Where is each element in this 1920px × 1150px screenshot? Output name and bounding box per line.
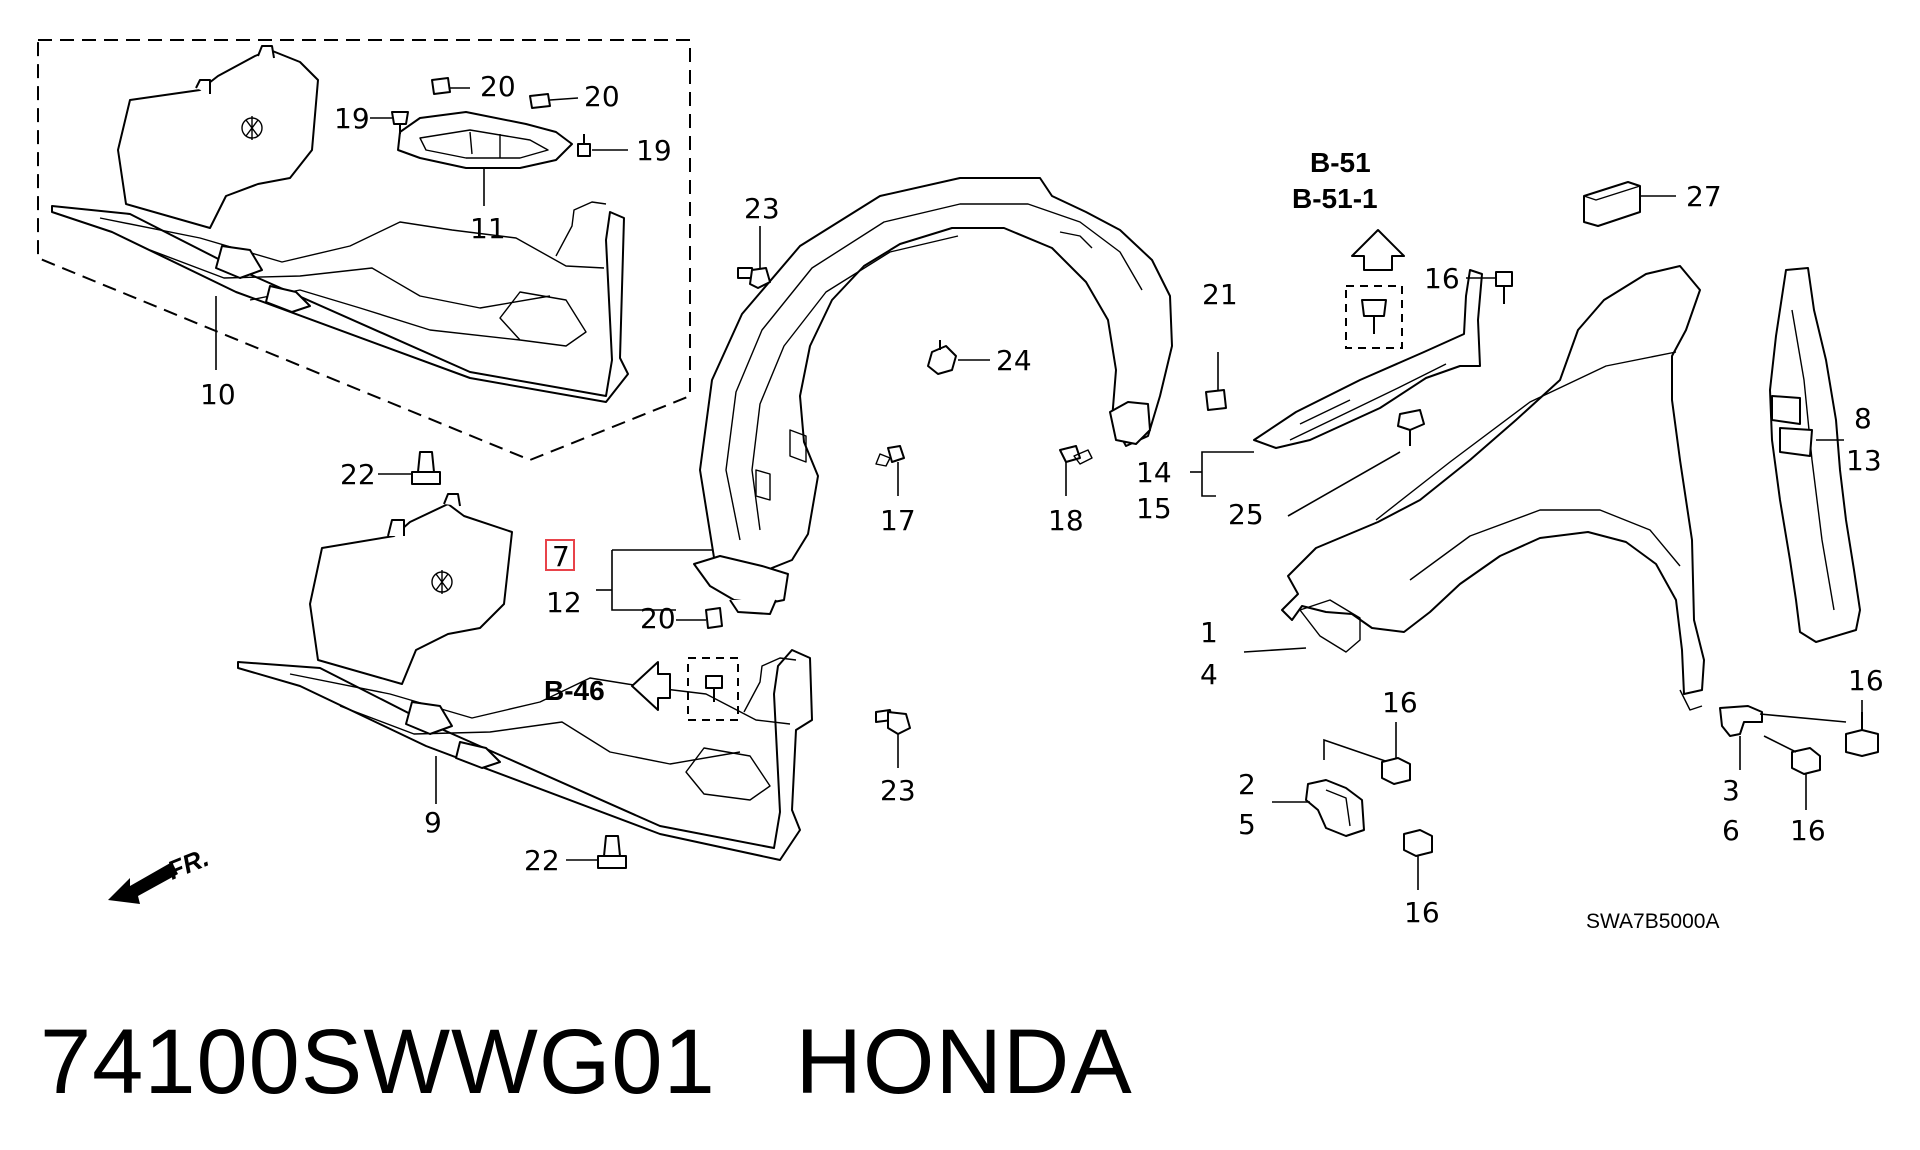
callout-24: 24: [996, 344, 1032, 377]
callout-8: 8: [1854, 402, 1872, 435]
part-3-6-bracket[interactable]: [1719, 705, 1847, 770]
part-2-5-bracket[interactable]: [1272, 738, 1395, 837]
callout-20-lower: 20: [640, 602, 676, 635]
callout-22-upper: 22: [340, 458, 376, 491]
part-9-splash-shield[interactable]: [237, 493, 813, 861]
callout-22-lower: 22: [524, 844, 560, 877]
callout-15: 15: [1136, 492, 1172, 525]
bolt-16-bottom[interactable]: [1403, 829, 1433, 890]
ref-arrow-b51[interactable]: [1345, 229, 1405, 349]
part-number: 74100SWWG01: [40, 1011, 716, 1113]
callout-16-mid: 16: [1382, 686, 1418, 719]
bolt-19-left[interactable]: [370, 111, 409, 134]
ref-label-b51-1: B-51-1: [1292, 183, 1378, 214]
callout-27: 27: [1686, 180, 1722, 213]
clip-20-upper-left[interactable]: [431, 77, 470, 95]
part-1-4-front-fender[interactable]: [1281, 265, 1705, 711]
part-8-13-fender-seal[interactable]: [1769, 267, 1861, 643]
bolt-19-right[interactable]: [577, 134, 628, 157]
callout-18: 18: [1048, 504, 1084, 537]
callout-20-top-right: 20: [584, 80, 620, 113]
callout-17: 17: [880, 504, 916, 537]
callout-7: 7: [552, 540, 570, 573]
callout-13: 13: [1846, 444, 1882, 477]
highlight-box-7: [545, 539, 575, 571]
clip-25[interactable]: [1397, 409, 1425, 446]
callout-19-right: 19: [636, 134, 672, 167]
callout-3: 3: [1722, 774, 1740, 807]
leader-14-15-25: [1190, 451, 1401, 517]
part-11-under-cover-plate[interactable]: [397, 111, 573, 169]
callout-25: 25: [1228, 498, 1264, 531]
inset-box-under-cover: [37, 39, 691, 462]
bolt-16-lower-right[interactable]: [1763, 735, 1821, 810]
clip-22-lower[interactable]: [566, 835, 627, 869]
part-27-fender-pad[interactable]: [1583, 181, 1676, 227]
callout-5: 5: [1238, 808, 1256, 841]
leader-7-12: [596, 549, 712, 611]
screw-17[interactable]: [875, 445, 905, 496]
screw-18[interactable]: [1059, 445, 1093, 496]
callout-16-lower-right: 16: [1790, 814, 1826, 847]
callout-6: 6: [1722, 814, 1740, 847]
front-direction-arrow: FR.: [108, 842, 213, 904]
clip-21[interactable]: [1205, 352, 1227, 411]
callout-19-left: 19: [334, 102, 370, 135]
ref-label-b51: B-51: [1310, 147, 1371, 178]
clip-20-upper-right[interactable]: [529, 93, 579, 109]
brand-name: HONDA: [795, 1011, 1133, 1113]
callout-1: 1: [1200, 616, 1218, 649]
clip-22-upper[interactable]: [378, 451, 441, 485]
callout-11: 11: [470, 212, 506, 245]
callout-10: 10: [200, 378, 236, 411]
bolt-16-upper[interactable]: [1466, 271, 1513, 304]
callout-2: 2: [1238, 768, 1256, 801]
callout-20-top-left: 20: [480, 70, 516, 103]
callout-9: 9: [424, 806, 442, 839]
diagram-code: SWA7B5000A: [1586, 910, 1719, 933]
callout-23-lower: 23: [880, 774, 916, 807]
direction-label: FR.: [163, 842, 213, 886]
bolt-23-upper[interactable]: [737, 226, 771, 289]
bolt-23-lower[interactable]: [875, 709, 911, 768]
callout-4: 4: [1200, 658, 1218, 691]
callout-16-upper: 16: [1424, 262, 1460, 295]
ref-label-b46: B-46: [544, 675, 605, 706]
part-10-splash-shield-inset[interactable]: [51, 45, 629, 403]
ref-arrow-b46[interactable]: [631, 657, 739, 721]
callout-12: 12: [546, 586, 582, 619]
part-7-12-fender-liner[interactable]: [693, 177, 1173, 615]
footer-title: 74100SWWG01 HONDA: [40, 1010, 1133, 1115]
callout-labels: 20 20 19 19 11 10 22 23 24 17 18 7 12 20…: [200, 70, 1884, 929]
bolt-16-mid[interactable]: [1381, 722, 1411, 785]
callout-21: 21: [1202, 278, 1238, 311]
callout-16-bottom: 16: [1404, 896, 1440, 929]
callout-23-upper: 23: [744, 192, 780, 225]
bolt-24[interactable]: [927, 340, 990, 375]
part-14-15-fender-bracket[interactable]: [1253, 269, 1483, 449]
clip-20-lower[interactable]: [676, 607, 723, 629]
callout-16-right: 16: [1848, 664, 1884, 697]
callout-14: 14: [1136, 456, 1172, 489]
bolt-16-right[interactable]: [1845, 700, 1879, 757]
